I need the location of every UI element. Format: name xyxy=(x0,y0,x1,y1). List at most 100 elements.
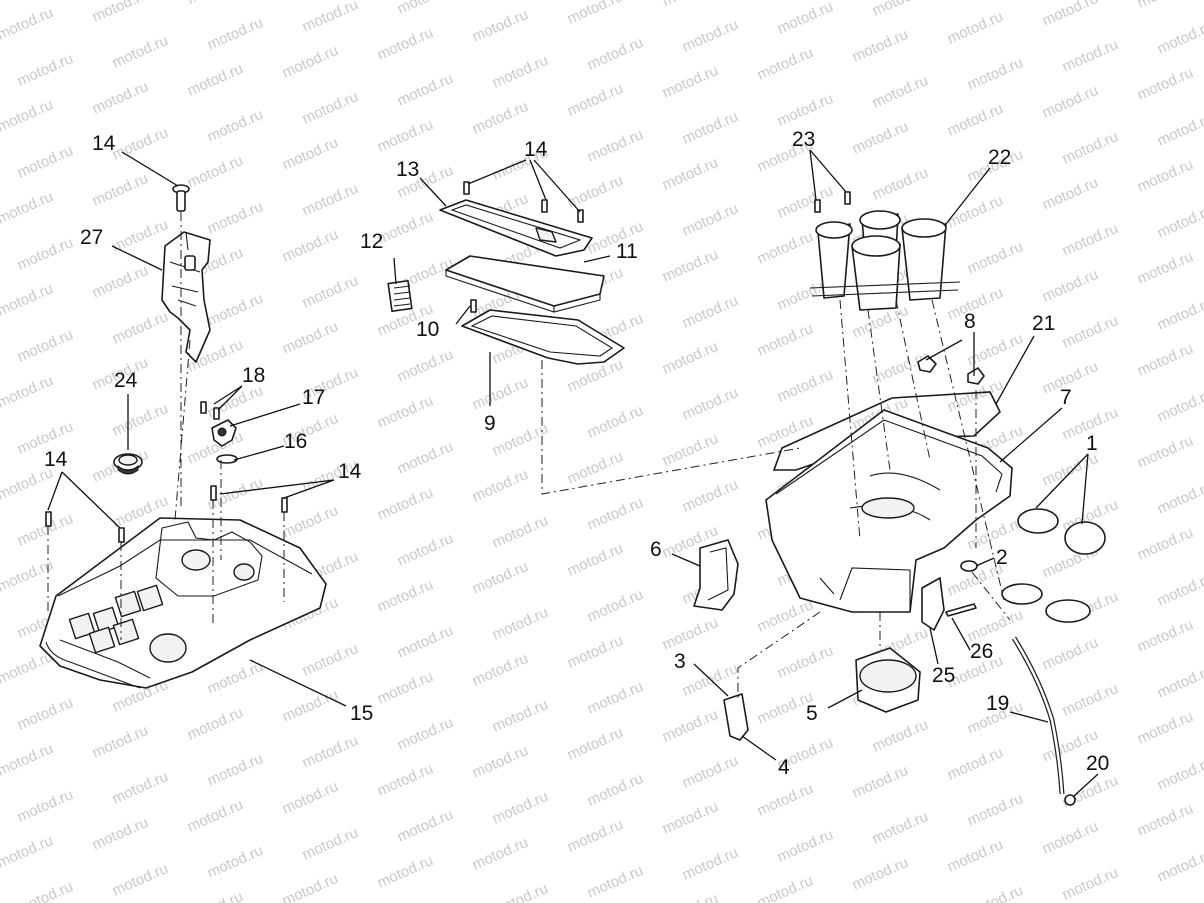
watermark-text: motod.ru xyxy=(755,596,816,636)
watermark-text: motod.ru xyxy=(755,44,816,84)
watermark-text: motod.ru xyxy=(90,262,151,302)
watermark-text: motod.ru xyxy=(0,832,56,872)
callout-16: 16 xyxy=(284,430,307,453)
callout-13: 13 xyxy=(396,158,419,181)
watermark-text: motod.ru xyxy=(395,622,456,662)
part-18-screws xyxy=(200,401,220,420)
watermark-text: motod.ru xyxy=(375,24,436,64)
callout-27: 27 xyxy=(80,226,103,249)
callout-7: 7 xyxy=(1060,386,1072,409)
callout-23: 23 xyxy=(792,128,815,151)
part-8-clips xyxy=(917,355,985,385)
watermark-text: motod.ru xyxy=(660,798,721,838)
part-26-bolt xyxy=(945,603,977,617)
watermark-text: motod.ru xyxy=(280,134,341,174)
watermark-text: motod.ru xyxy=(110,400,171,440)
watermark-text: motod.ru xyxy=(395,0,456,18)
callout-20: 20 xyxy=(1086,752,1109,775)
watermark-text: motod.ru xyxy=(1155,294,1204,334)
part-10-screw xyxy=(470,299,477,313)
watermark-text: motod.ru xyxy=(1060,680,1121,720)
callout-15: 15 xyxy=(350,702,373,725)
watermark-text: motod.ru xyxy=(945,8,1006,48)
watermark-text: motod.ru xyxy=(185,152,246,192)
watermark-text: motod.ru xyxy=(1040,0,1101,30)
watermark-text: motod.ru xyxy=(1060,220,1121,260)
watermark-text: motod.ru xyxy=(680,844,741,884)
watermark-text: motod.ru xyxy=(470,6,531,46)
watermark-text: motod.ru xyxy=(280,870,341,903)
watermark-text: motod.ru xyxy=(1040,634,1101,674)
watermark-text: motod.ru xyxy=(755,320,816,360)
watermark-text: motod.ru xyxy=(680,384,741,424)
watermark-text: motod.ru xyxy=(280,778,341,818)
watermark-text: motod.ru xyxy=(965,238,1026,278)
watermark-text: motod.ru xyxy=(1155,386,1204,426)
part-23-screws xyxy=(814,191,851,213)
watermark-text: motod.ru xyxy=(965,0,1026,2)
watermark-text: motod.ru xyxy=(0,280,56,320)
part-11-filter xyxy=(445,255,605,313)
watermark-text: motod.ru xyxy=(775,826,836,866)
watermark-text: motod.ru xyxy=(395,714,456,754)
watermark-text: motod.ru xyxy=(680,476,741,516)
watermark-text: motod.ru xyxy=(470,834,531,874)
watermark-text: motod.ru xyxy=(1040,82,1101,122)
watermark-text: motod.ru xyxy=(375,484,436,524)
watermark-text: motod.ru xyxy=(660,890,721,903)
watermark-text: motod.ru xyxy=(185,0,246,8)
callout-10: 10 xyxy=(416,318,439,341)
watermark-text: motod.ru xyxy=(395,806,456,846)
watermark-text: motod.ru xyxy=(945,100,1006,140)
watermark-text: motod.ru xyxy=(1155,754,1204,794)
callout-12: 12 xyxy=(360,230,383,253)
watermark-text: motod.ru xyxy=(1135,64,1196,104)
watermark-text: motod.ru xyxy=(395,70,456,110)
watermark-text: motod.ru xyxy=(680,292,741,332)
watermark-text: motod.ru xyxy=(1060,864,1121,903)
watermark-text: motod.ru xyxy=(1040,450,1101,490)
watermark-text: motod.ru xyxy=(870,716,931,756)
watermark-text: motod.ru xyxy=(15,694,76,734)
watermark-text: motod.ru xyxy=(110,860,171,900)
watermark-text: motod.ru xyxy=(185,60,246,100)
watermark-text: motod.ru xyxy=(300,640,361,680)
watermark-text: motod.ru xyxy=(90,78,151,118)
watermark-text: motod.ru xyxy=(585,126,646,166)
part-27-bracket xyxy=(161,231,211,363)
watermark-text: motod.ru xyxy=(15,786,76,826)
watermark-text: motod.ru xyxy=(375,852,436,892)
watermark-text: motod.ru xyxy=(1155,478,1204,518)
watermark-text: motod.ru xyxy=(395,898,456,903)
watermark-text: motod.ru xyxy=(1155,662,1204,702)
part-19-hose xyxy=(1011,636,1065,795)
watermark-text: motod.ru xyxy=(585,586,646,626)
watermark-text: motod.ru xyxy=(280,686,341,726)
part-16-oring xyxy=(216,454,238,464)
callout-26: 26 xyxy=(970,640,993,663)
watermark-text: motod.ru xyxy=(775,642,836,682)
part-5-duct xyxy=(855,647,921,713)
watermark-text: motod.ru xyxy=(300,0,361,36)
watermark-text: motod.ru xyxy=(490,788,551,828)
watermark-text: motod.ru xyxy=(470,98,531,138)
callout-4: 4 xyxy=(778,756,790,779)
watermark-text: motod.ru xyxy=(15,142,76,182)
watermark-text: motod.ru xyxy=(490,52,551,92)
watermark-text: motod.ru xyxy=(680,108,741,148)
callout-11: 11 xyxy=(616,240,638,263)
part-21-seal xyxy=(772,391,1001,471)
part-2-nut xyxy=(960,560,978,572)
watermark-text: motod.ru xyxy=(1060,772,1121,812)
watermark-text: motod.ru xyxy=(470,466,531,506)
watermark-text: motod.ru xyxy=(0,372,56,412)
watermark-text: motod.ru xyxy=(1135,524,1196,564)
watermark-text: motod.ru xyxy=(565,80,626,120)
watermark-text: motod.ru xyxy=(15,234,76,274)
part-14-bolt-a xyxy=(172,184,190,212)
watermark-text: motod.ru xyxy=(850,762,911,802)
watermark-text: motod.ru xyxy=(870,164,931,204)
callout-6: 6 xyxy=(650,538,662,561)
watermark-text: motod.ru xyxy=(395,346,456,386)
